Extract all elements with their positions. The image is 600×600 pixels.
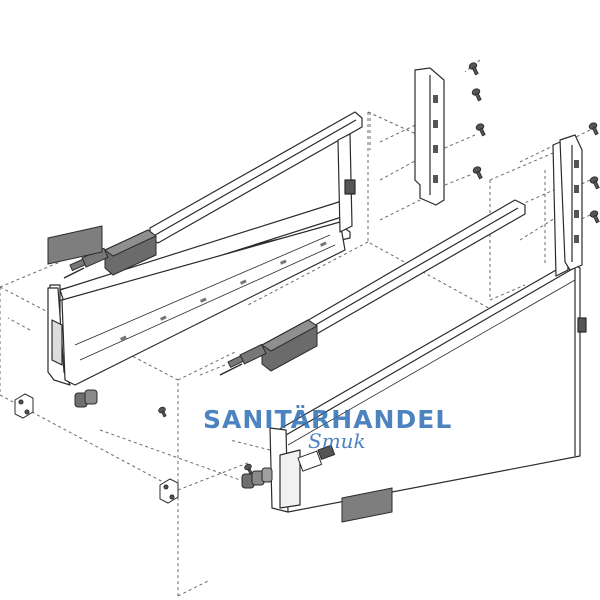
left-runner-rail bbox=[47, 111, 363, 386]
left-label-plate bbox=[47, 225, 103, 265]
left-runner-coupling bbox=[63, 229, 157, 279]
right-rear-bracket bbox=[559, 134, 583, 271]
right-runner-coupling bbox=[219, 319, 318, 376]
front-clip-icon bbox=[14, 393, 179, 504]
screw-icon bbox=[158, 62, 600, 475]
front-panel-connector bbox=[297, 444, 336, 472]
watermark-line1: SANITÄRHANDEL bbox=[203, 404, 452, 434]
watermark-line2: Smuk bbox=[308, 429, 366, 453]
left-rear-bracket bbox=[414, 67, 445, 206]
right-label-plate bbox=[341, 487, 393, 523]
height-adjuster bbox=[74, 389, 273, 489]
watermark: SANITÄRHANDEL Smuk bbox=[203, 404, 452, 453]
